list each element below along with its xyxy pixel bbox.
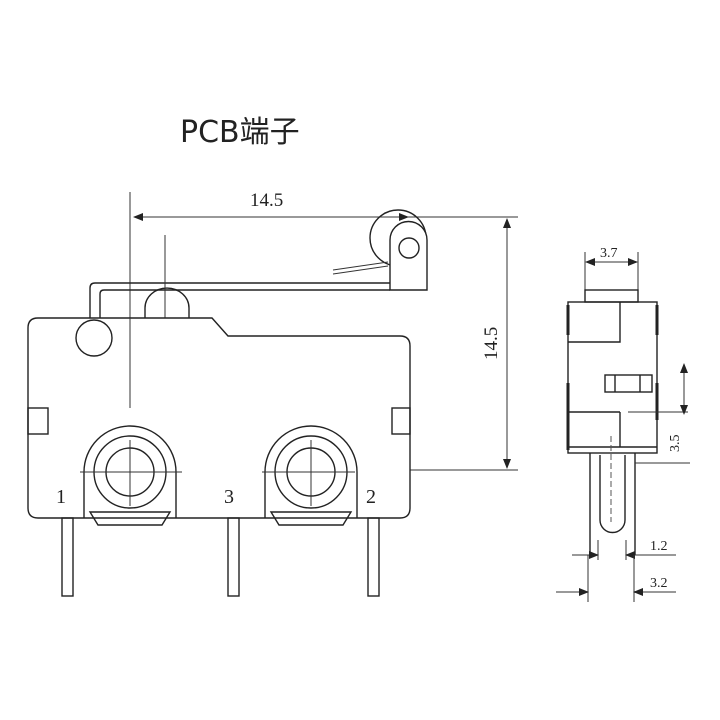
pin-2 bbox=[367, 517, 380, 597]
mounting-hole bbox=[75, 319, 113, 357]
actuator-cap bbox=[584, 289, 639, 303]
pin-1 bbox=[61, 517, 74, 597]
travel-label: 3.5 bbox=[668, 435, 683, 453]
lever bbox=[89, 282, 390, 318]
side-notch bbox=[27, 407, 49, 435]
terminal-right bbox=[262, 425, 358, 526]
switch-body bbox=[27, 317, 411, 519]
pin-spacing-label: 3.2 bbox=[650, 576, 668, 591]
plunger bbox=[144, 287, 190, 318]
roller bbox=[332, 209, 428, 291]
side-body bbox=[567, 301, 658, 454]
side-view: 3.7 3.5 1.2 3.2 bbox=[556, 246, 690, 602]
terminal-label-1: 1 bbox=[56, 486, 66, 508]
front-view: 14.5 14.5 bbox=[27, 190, 518, 597]
side-notch bbox=[391, 407, 411, 435]
top-width-label: 3.7 bbox=[600, 246, 618, 261]
pin-3 bbox=[227, 517, 240, 597]
terminal-label-3: 3 bbox=[224, 486, 234, 508]
side-pin bbox=[589, 453, 636, 555]
terminal-left bbox=[80, 425, 182, 526]
width-dimension-label: 14.5 bbox=[250, 190, 283, 211]
height-dimension-label: 14.5 bbox=[481, 327, 502, 360]
drawing-title: PCB端子 bbox=[180, 115, 300, 150]
pin-thickness-label: 1.2 bbox=[650, 539, 668, 554]
terminal-label-2: 2 bbox=[366, 486, 376, 508]
